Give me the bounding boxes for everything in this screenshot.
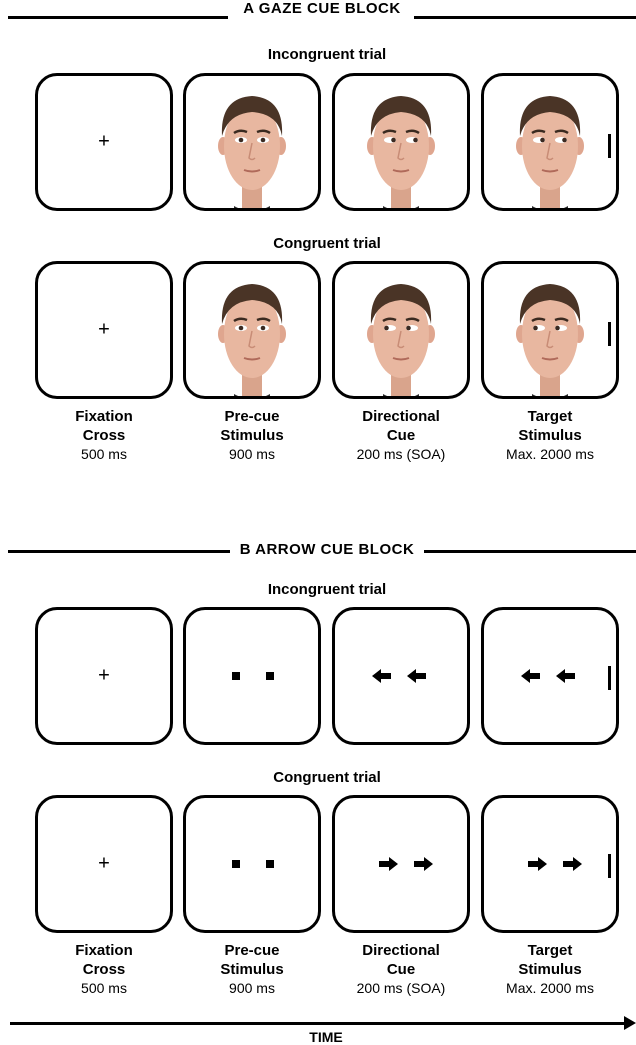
arrow-left-icon [521,669,541,683]
fixation-cross: + [98,854,110,874]
arrow-left-icon [372,669,392,683]
arrow-header-rule-right [424,550,636,553]
gaze-header-rule-right [414,16,636,19]
target-bar [608,854,611,878]
gaze-congruent-label: Congruent trial [177,235,477,252]
arrow-right-icon [378,857,398,871]
placeholder-square-icon [232,860,240,868]
arrow-congruent-cue-frame [332,795,470,933]
arrow-incongruent-label: Incongruent trial [177,581,477,598]
arrow-incongruent-precue-frame [183,607,321,745]
placeholder-square-icon [266,860,274,868]
target-bar [608,134,611,158]
arrow-left-icon [556,669,576,683]
face-left-gaze-image [510,276,590,399]
gaze-incongruent-precue-frame [183,73,321,211]
face-right-gaze-image [361,88,441,211]
gaze-block-title: A GAZE CUE BLOCK [243,0,400,17]
arrow-right-icon [527,857,547,871]
arrow-right-icon [413,857,433,871]
gaze-congruent-precue-frame [183,261,321,399]
arrow-congruent-label: Congruent trial [177,769,477,786]
target-bar [608,322,611,346]
face-straight-gaze-image [212,88,292,211]
fixation-cross: + [98,320,110,340]
arrow-congruent-fixation-frame: + [35,795,173,933]
placeholder-square-icon [232,672,240,680]
time-axis-label: TIME [309,1029,342,1045]
time-axis-line [10,1022,624,1025]
gaze-incongruent-cue-frame [332,73,470,211]
gaze-incongruent-target-frame [481,73,619,211]
arrow-congruent-precue-frame [183,795,321,933]
gaze-congruent-fixation-frame: + [35,261,173,399]
gaze-congruent-cue-frame [332,261,470,399]
arrow-header-rule-left [8,550,230,553]
target-bar [608,666,611,690]
gaze-header-rule-left [8,16,228,19]
face-left-gaze-image [361,276,441,399]
face-right-gaze-image [510,88,590,211]
gaze-congruent-target-frame [481,261,619,399]
arrow-left-icon [407,669,427,683]
time-arrow-head-icon [624,1016,636,1030]
gaze-incongruent-label: Incongruent trial [177,46,477,63]
arrow-right-icon [562,857,582,871]
arrow-block-title: B ARROW CUE BLOCK [240,541,415,558]
arrow-incongruent-fixation-frame: + [35,607,173,745]
gaze-incongruent-fixation-frame: + [35,73,173,211]
fixation-cross: + [98,666,110,686]
face-straight-gaze-image [212,276,292,399]
arrow-incongruent-target-frame [481,607,619,745]
arrow-congruent-target-frame [481,795,619,933]
arrow-incongruent-cue-frame [332,607,470,745]
placeholder-square-icon [266,672,274,680]
fixation-cross: + [98,132,110,152]
